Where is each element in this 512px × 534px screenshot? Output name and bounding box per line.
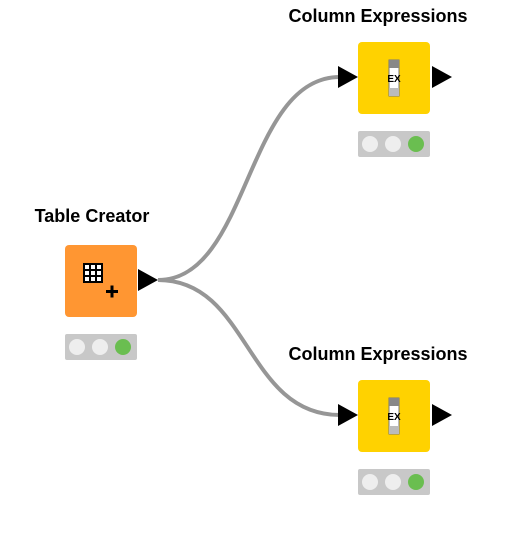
column-expressions-icon: EX	[387, 397, 401, 435]
status-light	[362, 136, 378, 152]
node-body[interactable]: EX	[358, 380, 430, 452]
status-light-executed	[115, 339, 131, 355]
column-expressions-icon: EX	[387, 59, 401, 97]
output-port[interactable]	[138, 269, 158, 291]
node-body[interactable]	[65, 245, 137, 317]
status-indicator	[358, 469, 430, 495]
table-plus-icon	[83, 263, 118, 298]
status-light	[362, 474, 378, 490]
status-light-executed	[408, 474, 424, 490]
status-light	[385, 136, 401, 152]
icon-label: EX	[387, 412, 401, 423]
status-light	[385, 474, 401, 490]
status-light-executed	[408, 136, 424, 152]
status-light	[92, 339, 108, 355]
status-indicator	[65, 334, 137, 360]
input-port[interactable]	[338, 404, 358, 426]
node-title: Table Creator	[34, 206, 150, 226]
connection-wire-bottom[interactable]	[157, 278, 341, 417]
connection-wire-top[interactable]	[157, 75, 341, 282]
input-port[interactable]	[338, 66, 358, 88]
status-light	[69, 339, 85, 355]
output-port[interactable]	[432, 404, 452, 426]
node-body[interactable]: EX	[358, 42, 430, 114]
icon-label: EX	[387, 74, 401, 85]
node-title: Column Expressions	[288, 6, 468, 26]
status-indicator	[358, 131, 430, 157]
output-port[interactable]	[432, 66, 452, 88]
node-title: Column Expressions	[288, 344, 468, 364]
